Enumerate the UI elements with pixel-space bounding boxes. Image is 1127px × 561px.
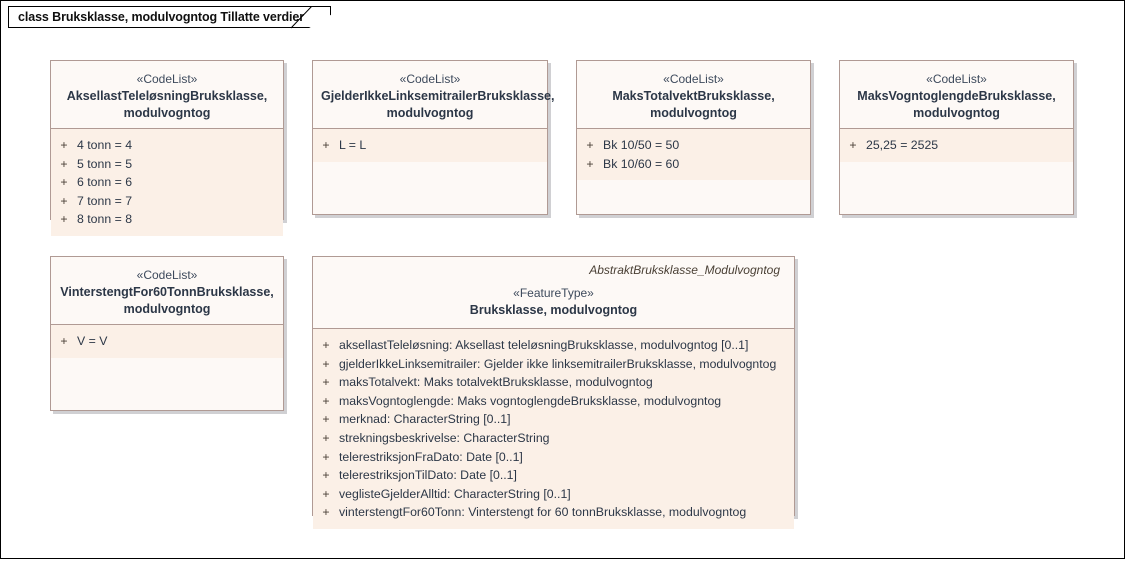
feature-signature: 8 tonn = 8 (77, 212, 133, 227)
uml-class-name-line2: modulvogntog (123, 302, 211, 316)
uml-class-name-line1: AksellastTeleløsningBruksklasse, (66, 89, 268, 103)
uml-class-name-line2: modulvogntog (650, 106, 737, 120)
uml-feature-row[interactable]: + strekningsbeskrivelse: CharacterString (313, 429, 794, 448)
uml-feature-row[interactable]: + 7 tonn = 7 (51, 192, 283, 211)
uml-class-attributes: + Bk 10/50 = 50 + Bk 10/60 = 60 (577, 129, 810, 181)
feature-signature: vinterstengtFor60Tonn: Vinterstengt for … (339, 505, 747, 520)
uml-class-name-line1: GjelderIkkeLinksemitrailerBruksklasse, (321, 89, 555, 103)
uml-class-gjelder-ikke-linksemitrailer-bruksklasse[interactable]: «CodeList» GjelderIkkeLinksemitrailerBru… (312, 60, 555, 215)
uml-stereotype: «CodeList» (136, 268, 198, 282)
uml-stereotype: «CodeList» (136, 72, 198, 86)
uml-stereotype: «CodeList» (926, 72, 987, 86)
feature-signature: strekningsbeskrivelse: CharacterString (339, 430, 550, 445)
visibility-marker: + (586, 156, 594, 171)
uml-class-name-line1: Bruksklasse, modulvogntog (469, 303, 638, 317)
visibility-marker: + (849, 138, 857, 152)
visibility-marker: + (60, 175, 68, 190)
feature-signature: 5 tonn = 5 (77, 156, 133, 171)
uml-class-header: «CodeList» AksellastTeleløsningBruksklas… (51, 61, 283, 129)
uml-class-header: «CodeList» MaksTotalvektBruksklasse, mod… (577, 61, 810, 129)
diagram-title-label: class Bruksklasse, modulvogntog Tillatte… (18, 10, 305, 24)
uml-class-attributes: + 4 tonn = 4 + 5 tonn = 5 + 6 tonn = 6 +… (51, 129, 283, 236)
uml-feature-row[interactable]: + veglisteGjelderAlltid: CharacterString… (313, 485, 794, 504)
visibility-marker: + (322, 138, 330, 152)
uml-feature-row[interactable]: + Bk 10/60 = 60 (577, 155, 810, 174)
visibility-marker: + (60, 156, 68, 171)
feature-signature: 4 tonn = 4 (77, 138, 133, 152)
feature-signature: 25,25 = 2525 (866, 138, 939, 152)
uml-feature-row[interactable]: + 8 tonn = 8 (51, 210, 283, 229)
uml-class-header: «CodeList» MaksVogntoglengdeBruksklasse,… (840, 61, 1073, 129)
visibility-marker: + (322, 449, 330, 464)
visibility-marker: + (322, 393, 330, 408)
feature-signature: 6 tonn = 6 (77, 175, 133, 190)
uml-feature-row[interactable]: + 5 tonn = 5 (51, 155, 283, 174)
feature-signature: V = V (77, 334, 108, 348)
uml-class-header: «CodeList» VinterstengtFor60TonnBrukskla… (51, 257, 283, 325)
feature-signature: veglisteGjelderAlltid: CharacterString [… (339, 486, 571, 501)
feature-signature: telerestriksjonFraDato: Date [0..1] (339, 449, 523, 464)
feature-signature: L = L (339, 138, 367, 152)
visibility-marker: + (322, 375, 330, 390)
uml-class-attributes: + L = L (313, 129, 547, 162)
uml-feature-row[interactable]: + aksellastTeleløsning: Aksellast telelø… (313, 336, 794, 355)
visibility-marker: + (322, 338, 330, 352)
uml-feature-row[interactable]: + maksVogntoglengde: Maks vogntoglengdeB… (313, 392, 794, 411)
uml-feature-row[interactable]: + telerestriksjonFraDato: Date [0..1] (313, 448, 794, 467)
uml-class-attributes: + 25,25 = 2525 (840, 129, 1073, 162)
feature-signature: 7 tonn = 7 (77, 193, 133, 208)
uml-class-vinterstengt-for-60-tonn-bruksklasse[interactable]: «CodeList» VinterstengtFor60TonnBrukskla… (50, 256, 284, 411)
visibility-marker: + (60, 212, 68, 227)
uml-class-aksellast-telelosning-bruksklasse[interactable]: «CodeList» AksellastTeleløsningBruksklas… (50, 60, 284, 236)
uml-class-name-line1: VinterstengtFor60TonnBruksklasse, (60, 285, 274, 299)
uml-class-name-line2: modulvogntog (386, 106, 474, 120)
visibility-marker: + (60, 334, 68, 348)
visibility-marker: + (60, 193, 68, 208)
diagram-title-tab: class Bruksklasse, modulvogntog Tillatte… (8, 6, 331, 28)
feature-signature: aksellastTeleløsning: Aksellast teleløsn… (339, 338, 749, 352)
uml-feature-row[interactable]: + L = L (313, 136, 547, 155)
uml-class-header: AbstraktBruksklasse_Modulvogntog «Featur… (313, 257, 794, 329)
uml-class-attributes: + V = V (51, 325, 283, 358)
uml-class-name-line2: modulvogntog (123, 106, 211, 120)
uml-feature-row[interactable]: + 6 tonn = 6 (51, 173, 283, 192)
feature-signature: gjelderIkkeLinksemitrailer: Gjelder ikke… (339, 356, 777, 371)
uml-feature-row[interactable]: + Bk 10/50 = 50 (577, 136, 810, 155)
visibility-marker: + (322, 412, 330, 427)
uml-feature-row[interactable]: + merknad: CharacterString [0..1] (313, 410, 794, 429)
uml-class-attributes: + aksellastTeleløsning: Aksellast telelø… (313, 329, 794, 529)
uml-feature-row[interactable]: + V = V (51, 332, 283, 351)
feature-signature: Bk 10/50 = 50 (603, 138, 680, 152)
feature-signature: maksTotalvekt: Maks totalvektBruksklasse… (339, 375, 653, 390)
uml-class-name-line1: MaksVogntoglengdeBruksklasse, (857, 89, 1056, 103)
uml-abstract-qualifier: AbstraktBruksklasse_Modulvogntog (589, 263, 780, 277)
uml-class-header: «CodeList» GjelderIkkeLinksemitrailerBru… (313, 61, 555, 129)
uml-feature-row[interactable]: + vinterstengtFor60Tonn: Vinterstengt fo… (313, 503, 794, 522)
visibility-marker: + (60, 138, 68, 152)
uml-class-name-line1: MaksTotalvektBruksklasse, (612, 89, 775, 103)
feature-signature: merknad: CharacterString [0..1] (339, 412, 511, 427)
visibility-marker: + (586, 138, 594, 152)
uml-feature-row[interactable]: + 25,25 = 2525 (840, 136, 1073, 155)
visibility-marker: + (322, 430, 330, 445)
uml-feature-row[interactable]: + 4 tonn = 4 (51, 136, 283, 155)
visibility-marker: + (322, 356, 330, 371)
uml-feature-row[interactable]: + maksTotalvekt: Maks totalvektBruksklas… (313, 373, 794, 392)
visibility-marker: + (322, 486, 330, 501)
uml-stereotype: «CodeList» (663, 72, 724, 86)
uml-feature-row[interactable]: + telerestriksjonTilDato: Date [0..1] (313, 466, 794, 485)
feature-signature: maksVogntoglengde: Maks vogntoglengdeBru… (339, 393, 722, 408)
visibility-marker: + (322, 505, 330, 520)
uml-class-maks-totalvekt-bruksklasse[interactable]: «CodeList» MaksTotalvektBruksklasse, mod… (576, 60, 811, 215)
uml-class-bruksklasse-modulvogntog[interactable]: AbstraktBruksklasse_Modulvogntog «Featur… (312, 256, 795, 529)
visibility-marker: + (322, 468, 330, 483)
uml-class-maks-vogntoglengde-bruksklasse[interactable]: «CodeList» MaksVogntoglengdeBruksklasse,… (839, 60, 1074, 215)
uml-class-name-line2: modulvogntog (913, 106, 1000, 120)
uml-stereotype: «FeatureType» (513, 286, 594, 300)
uml-stereotype: «CodeList» (399, 72, 461, 86)
feature-signature: Bk 10/60 = 60 (603, 156, 680, 171)
feature-signature: telerestriksjonTilDato: Date [0..1] (339, 468, 517, 483)
uml-feature-row[interactable]: + gjelderIkkeLinksemitrailer: Gjelder ik… (313, 355, 794, 374)
